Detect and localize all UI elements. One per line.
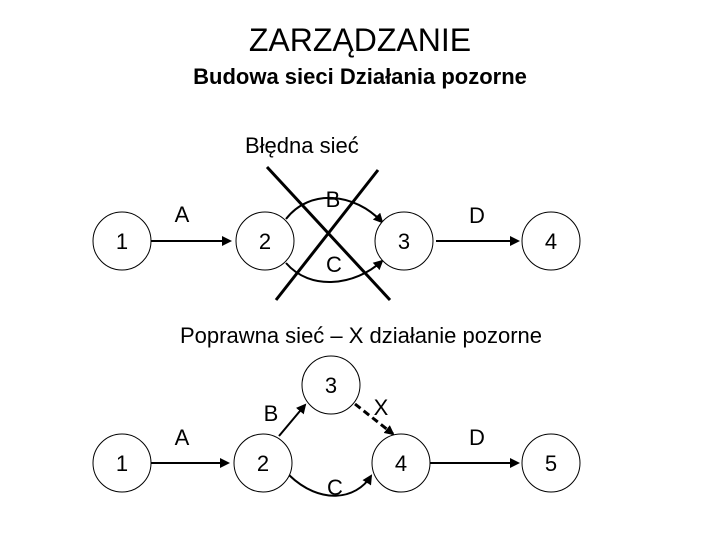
- correct-activity-x-label: X: [374, 395, 389, 420]
- svg-text:2: 2: [257, 451, 269, 476]
- cross-out-line-2: [274, 169, 380, 301]
- wrong-activity-a-label: A: [175, 202, 190, 227]
- correct-node-1: 1: [92, 433, 152, 493]
- svg-text:5: 5: [545, 451, 557, 476]
- correct-network-label: Poprawna sieć – X działanie pozorne: [180, 323, 543, 348]
- svg-text:1: 1: [116, 229, 128, 254]
- svg-text:4: 4: [545, 229, 557, 254]
- wrong-node-3: 3: [374, 211, 434, 271]
- slide-title: ZARZĄDZANIE: [248, 22, 472, 58]
- correct-activity-a-label: A: [175, 425, 190, 450]
- wrong-network-label: Błędna sieć: [245, 133, 359, 158]
- wrong-activity-b-label: B: [326, 187, 341, 212]
- correct-node-4: 4: [371, 433, 431, 493]
- wrong-activity-d-label: D: [469, 203, 485, 228]
- slide-subtitle: Budowa sieci Działania pozorne: [193, 64, 527, 89]
- correct-activity-b-label: B: [264, 401, 279, 426]
- svg-text:3: 3: [325, 373, 337, 398]
- wrong-node-4: 4: [521, 211, 581, 271]
- correct-node-2: 2: [233, 433, 293, 493]
- correct-activity-c-label: C: [327, 475, 343, 500]
- correct-edge-x-dummy: [354, 402, 395, 436]
- wrong-node-1: 1: [92, 211, 152, 271]
- wrong-edge-c: [285, 259, 384, 283]
- svg-text:4: 4: [395, 451, 407, 476]
- wrong-network: 1 2 3 4 A B C D: [92, 165, 581, 302]
- correct-network: 1 2 3 4 5 A B C X D: [92, 355, 581, 500]
- correct-edge-b: [278, 403, 307, 437]
- correct-edge-c: [288, 474, 373, 497]
- svg-text:2: 2: [259, 229, 271, 254]
- correct-activity-d-label: D: [469, 425, 485, 450]
- correct-node-3: 3: [301, 355, 361, 415]
- wrong-edge-b: [285, 197, 384, 224]
- wrong-node-2: 2: [235, 211, 295, 271]
- correct-node-5: 5: [521, 433, 581, 493]
- wrong-activity-c-label: C: [326, 252, 342, 277]
- svg-text:1: 1: [116, 451, 128, 476]
- svg-text:3: 3: [398, 229, 410, 254]
